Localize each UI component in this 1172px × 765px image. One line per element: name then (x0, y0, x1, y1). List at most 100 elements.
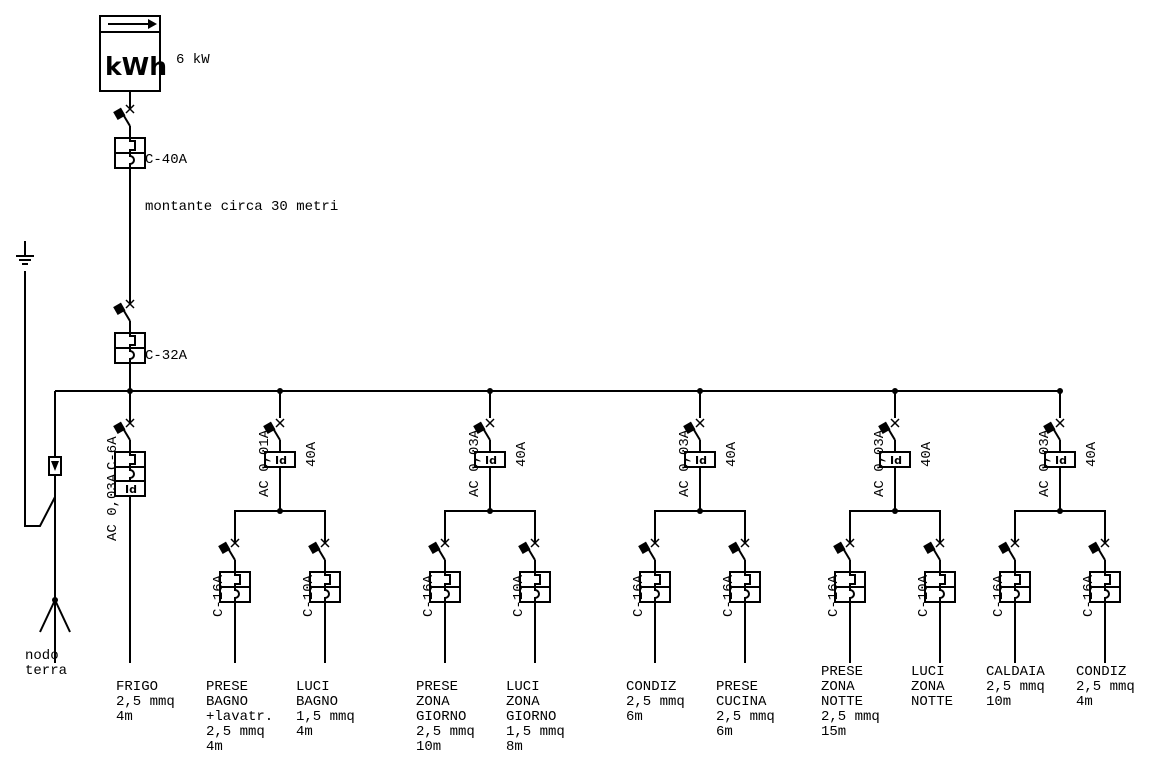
rcd-id: Id (695, 454, 707, 467)
trip-x-icon (125, 104, 135, 114)
rcd-switch[interactable] (683, 418, 705, 441)
circuit-desc-line: FRIGO (116, 679, 158, 695)
rcd-rating: 40A (1084, 441, 1100, 467)
breaker-label: C-16A (631, 574, 647, 617)
actuator-icon (923, 541, 936, 554)
thermal-icon (129, 452, 136, 467)
switch-blade (123, 310, 131, 322)
thermal-icon (744, 572, 751, 587)
switch-blade (738, 549, 746, 561)
circuit-desc-line: ZONA (506, 694, 540, 710)
sub-busbar (444, 510, 536, 540)
frigo-breaker[interactable] (113, 418, 146, 483)
thermal-icon (534, 572, 541, 587)
breaker-label: C-10A (511, 574, 527, 617)
energy-meter: kWh 6 kW (99, 15, 210, 92)
circuit-breaker[interactable] (728, 538, 761, 603)
rcd-switch[interactable] (878, 418, 900, 441)
circuit-desc-line: PRESE (206, 679, 248, 695)
circuit-desc-line: LUCI (296, 679, 330, 695)
earth-electrode (54, 599, 71, 633)
rcd-label: AC 0,03A (467, 429, 483, 497)
trip-x-icon (530, 538, 540, 548)
rcd-switch[interactable] (263, 418, 285, 441)
circuit-desc-line: 2,5 mmq (206, 724, 265, 740)
thermal-icon (654, 572, 661, 587)
circuit-desc-line: 8m (506, 739, 523, 755)
circuit-desc-line: GIORNO (416, 709, 466, 725)
circuit-breaker[interactable] (218, 538, 251, 603)
thermal-icon (1104, 572, 1111, 587)
earth-label: terra (25, 663, 67, 679)
switch-blade (228, 549, 236, 561)
switch-blade (1008, 549, 1016, 561)
trip-x-icon (695, 418, 705, 428)
trip-x-icon (1010, 538, 1020, 548)
circuit-desc-line: 2,5 mmq (416, 724, 475, 740)
actuator-icon (308, 541, 321, 554)
junction-dot (277, 508, 283, 514)
junction-dot (1057, 508, 1063, 514)
earth-label: nodo (25, 648, 59, 664)
circuit-breaker[interactable] (428, 538, 461, 603)
magnetic-icon (1014, 587, 1020, 602)
circuit-desc-line: PRESE (716, 679, 758, 695)
switch-blade (123, 429, 131, 441)
circuit-breaker[interactable] (833, 538, 866, 603)
switch-blade (318, 549, 326, 561)
breaker-label: C-10A (916, 574, 932, 617)
frigo-rcd-label: AC 0,03A (105, 473, 121, 541)
actuator-icon (1088, 541, 1101, 554)
actuator-icon (428, 541, 441, 554)
main-breaker[interactable] (113, 104, 146, 169)
circuit-desc-line: 2,5 mmq (716, 709, 775, 725)
circuit-desc-line: 1,5 mmq (296, 709, 355, 725)
switch-blade (933, 549, 941, 561)
trip-x-icon (845, 538, 855, 548)
sub-busbar (234, 510, 326, 540)
meter-box (99, 15, 161, 92)
panel-breaker[interactable] (113, 299, 146, 364)
switch-blade (1053, 429, 1061, 441)
rcd-id: Id (485, 454, 497, 467)
rcd-switch[interactable] (1043, 418, 1065, 441)
actuator-icon (833, 541, 846, 554)
magnetic-icon (129, 348, 135, 363)
breaker-label: C-10A (301, 574, 317, 617)
circuit-breaker[interactable] (1088, 538, 1121, 603)
switch-blade (123, 115, 131, 127)
rcd-id: Id (275, 454, 287, 467)
magnetic-icon (444, 587, 450, 602)
breaker-label: C-16A (421, 574, 437, 617)
circuit-breaker[interactable] (998, 538, 1031, 603)
trip-x-icon (440, 538, 450, 548)
circuit-desc-line: NOTTE (821, 694, 863, 710)
rcd-switch[interactable] (473, 418, 495, 441)
down-arrow-icon (51, 461, 59, 471)
actuator-icon (113, 107, 126, 120)
circuit-frigo: Id C-6A AC 0,03A (105, 391, 146, 663)
circuit-desc-line: 1,5 mmq (506, 724, 565, 740)
circuit-desc-line: 6m (626, 709, 643, 725)
actuator-icon (263, 421, 276, 434)
actuator-icon (1043, 421, 1056, 434)
actuator-icon (878, 421, 891, 434)
switch-blade (1098, 549, 1106, 561)
actuator-icon (683, 421, 696, 434)
junction-dot (487, 508, 493, 514)
circuit-desc-line: 2,5 mmq (821, 709, 880, 725)
main-breaker-label: C-40A (145, 152, 188, 168)
circuit-breaker[interactable] (923, 538, 956, 603)
circuit-breaker[interactable] (518, 538, 551, 603)
circuit-desc-line: 10m (986, 694, 1011, 710)
switch-blade (648, 549, 656, 561)
magnetic-icon (939, 587, 945, 602)
rcd-id: Id (1055, 454, 1067, 467)
